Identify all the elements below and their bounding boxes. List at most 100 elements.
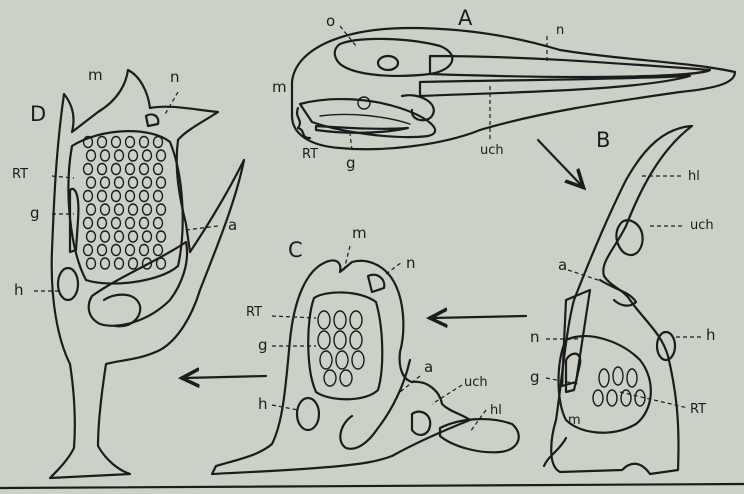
d-gill-slit — [98, 218, 107, 229]
d-gill-slit — [154, 164, 163, 175]
d-gill-slit — [154, 218, 163, 229]
larva-notochord — [420, 76, 690, 96]
panel-c-label-h: h — [258, 397, 268, 412]
c-tail-remnant — [412, 412, 430, 435]
d-gill-slit — [98, 191, 107, 202]
d-gill-slits — [84, 137, 166, 270]
d-gill-slit — [143, 150, 152, 161]
panel-a-label-m: m — [272, 80, 287, 95]
d-gill-slit — [115, 204, 124, 215]
d-gill-slit — [87, 177, 96, 188]
d-gill-slit — [140, 245, 149, 256]
panel-c-label-g: g — [258, 338, 268, 353]
d-gill-slit — [98, 164, 107, 175]
larva-gut-lumen — [320, 114, 410, 124]
d-gill-slit — [126, 245, 135, 256]
d-gill-slit — [154, 137, 163, 148]
panel-d-label-n: n — [170, 70, 180, 85]
panel-b-label-m: m — [568, 414, 581, 427]
c-nerve-ganglion — [368, 275, 384, 292]
panel-c-label-hl: hl — [490, 404, 502, 417]
larva-stomach — [358, 97, 370, 109]
panel-b-label-uch: uch — [690, 219, 714, 232]
arrow-a-to-b — [538, 140, 582, 186]
d-gill-slit — [101, 177, 110, 188]
d-gill-slit — [101, 204, 110, 215]
d-gill-slit — [112, 245, 121, 256]
d-gill-slit — [126, 164, 135, 175]
arrow-c-to-d — [184, 376, 266, 378]
c-tail-sheath — [440, 419, 519, 452]
larva-endostyle — [316, 126, 408, 133]
panel-a-larva — [292, 26, 735, 150]
d-gill-slit — [143, 177, 152, 188]
b-gill-slits — [593, 367, 645, 406]
d-gill-slit — [112, 191, 121, 202]
d-gut — [104, 295, 140, 327]
b-stolon — [544, 438, 566, 466]
d-gill-slit — [115, 258, 124, 269]
panel-c-letter: C — [288, 240, 303, 261]
d-gill-slit — [140, 164, 149, 175]
larva-nerve-cord — [430, 56, 710, 77]
d-nerve-ganglion — [146, 114, 158, 126]
panel-b-letter: B — [596, 130, 610, 151]
panel-b-label-rt: RT — [690, 403, 706, 416]
d-gill-slit — [157, 204, 166, 215]
d-gill-slit — [87, 258, 96, 269]
arrow-b-to-c — [432, 316, 526, 318]
d-gill-slit — [87, 204, 96, 215]
d-gill-slit — [140, 137, 149, 148]
panel-a-label-uch: uch — [480, 144, 504, 157]
d-gill-slit — [157, 231, 166, 242]
d-gill-slit — [129, 231, 138, 242]
panel-d-juvenile — [34, 70, 244, 478]
d-gill-slit — [84, 218, 93, 229]
panel-c-label-rt: RT — [246, 306, 262, 319]
panel-d-letter: D — [30, 104, 46, 125]
panel-a-label-o: o — [326, 14, 335, 29]
d-gill-slit — [115, 231, 124, 242]
d-gill-slit — [115, 150, 124, 161]
d-gill-slit — [101, 258, 110, 269]
panel-d-label-a: a — [228, 218, 237, 233]
panel-a-label-n: n — [556, 24, 564, 37]
d-gill-slit — [84, 191, 93, 202]
panel-b-label-a: a — [558, 258, 567, 273]
d-gill-slit — [87, 231, 96, 242]
d-gill-slit — [84, 164, 93, 175]
d-gill-slit — [98, 245, 107, 256]
d-gill-slit — [140, 218, 149, 229]
c-heart — [297, 398, 319, 430]
b-heart — [657, 332, 675, 360]
larva-otolith — [378, 56, 398, 70]
panel-c-label-m: m — [352, 226, 367, 241]
d-gill-slit — [112, 164, 121, 175]
d-gill-slit — [112, 218, 121, 229]
d-gill-slit — [98, 137, 107, 148]
d-gill-slit — [154, 191, 163, 202]
d-outline — [50, 70, 244, 478]
d-heart — [58, 268, 78, 300]
d-gill-slit — [87, 150, 96, 161]
panel-d-label-g: g — [30, 206, 40, 221]
panel-c-label-a: a — [424, 360, 433, 375]
d-gill-slit — [143, 204, 152, 215]
d-gill-slit — [84, 245, 93, 256]
panel-b-label-hl: hl — [688, 170, 700, 183]
d-gill-slit — [112, 137, 121, 148]
panel-a-letter: A — [458, 8, 472, 29]
d-gill-slit — [157, 177, 166, 188]
d-gill-slit — [157, 150, 166, 161]
d-gill-slit — [126, 191, 135, 202]
panel-c-label-n: n — [406, 256, 416, 271]
c-gill-slits — [318, 311, 364, 386]
d-gill-slit — [115, 177, 124, 188]
d-gill-slit — [140, 191, 149, 202]
panel-c-mid-metamorphosis — [212, 246, 519, 474]
panel-a-label-rt: RT — [302, 148, 318, 161]
panel-d-label-rt: RT — [12, 168, 28, 181]
d-gill-slit — [101, 231, 110, 242]
